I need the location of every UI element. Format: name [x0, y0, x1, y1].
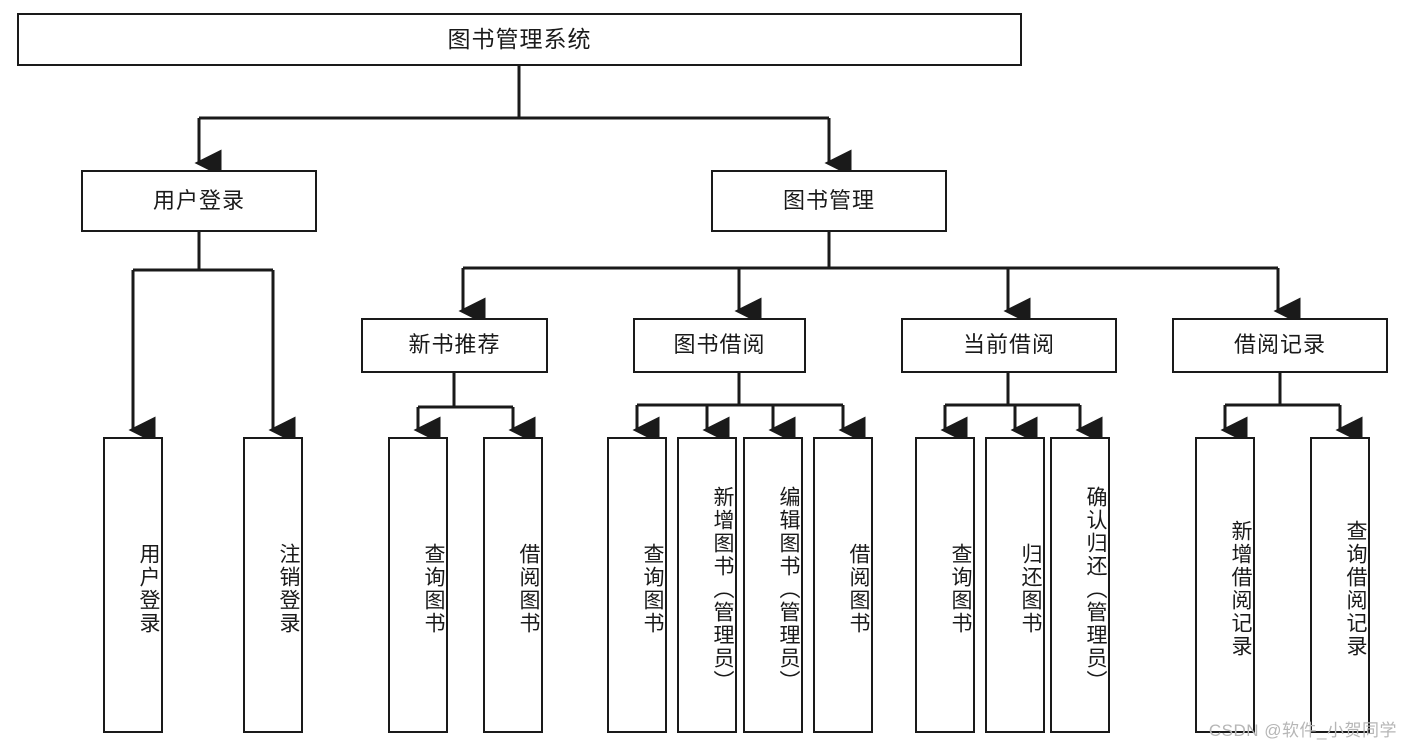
- node-leaf-add-book-admin[interactable]: 新增图书（管理员）: [677, 437, 737, 733]
- node-borrow-records[interactable]: 借阅记录: [1172, 318, 1388, 373]
- node-root[interactable]: 图书管理系统: [17, 13, 1022, 66]
- node-leaf-return-book[interactable]: 归还图书: [985, 437, 1045, 733]
- node-leaf-add-borrow-record[interactable]: 新增借阅记录: [1195, 437, 1255, 733]
- node-leaf-query-book-3[interactable]: 查询图书: [915, 437, 975, 733]
- node-current-borrow[interactable]: 当前借阅: [901, 318, 1117, 373]
- node-leaf-borrow-book-1[interactable]: 借阅图书: [483, 437, 543, 733]
- node-book-management[interactable]: 图书管理: [711, 170, 947, 232]
- node-leaf-query-book-2[interactable]: 查询图书: [607, 437, 667, 733]
- node-leaf-query-book-1[interactable]: 查询图书: [388, 437, 448, 733]
- node-leaf-user-login[interactable]: 用户登录: [103, 437, 163, 733]
- node-leaf-borrow-book-2[interactable]: 借阅图书: [813, 437, 873, 733]
- node-new-book-recommend[interactable]: 新书推荐: [361, 318, 548, 373]
- node-leaf-logout[interactable]: 注销登录: [243, 437, 303, 733]
- node-user-login[interactable]: 用户登录: [81, 170, 317, 232]
- node-leaf-confirm-return-admin[interactable]: 确认归还（管理员）: [1050, 437, 1110, 733]
- node-leaf-query-borrow-record[interactable]: 查询借阅记录: [1310, 437, 1370, 733]
- node-leaf-edit-book-admin[interactable]: 编辑图书（管理员）: [743, 437, 803, 733]
- node-book-borrow[interactable]: 图书借阅: [633, 318, 806, 373]
